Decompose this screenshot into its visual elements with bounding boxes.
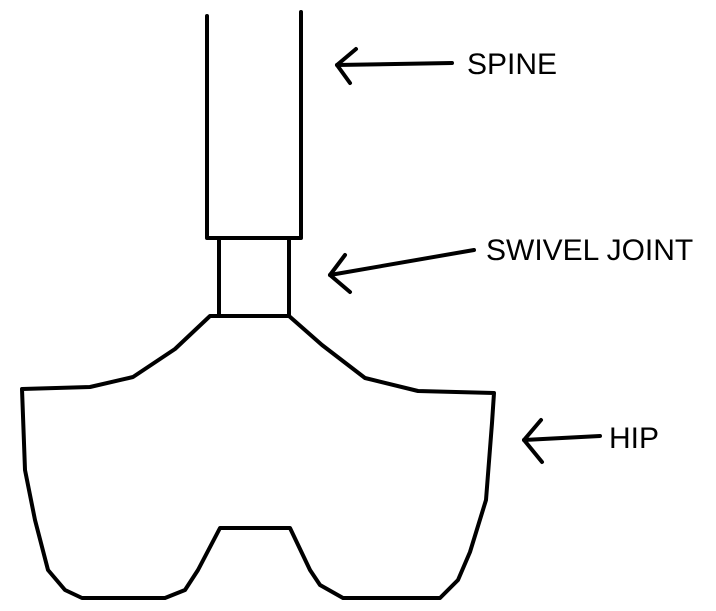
spine-label: SPINE (467, 48, 557, 81)
swivel-joint-shape (217, 238, 291, 318)
hip-arrow (522, 418, 602, 464)
swivel-joint-arrow (328, 248, 476, 294)
swivel-joint-label: SWIVEL JOINT (486, 234, 693, 267)
spine-shape (205, 10, 303, 240)
spine-arrow (335, 47, 454, 85)
hip-label: HIP (609, 422, 659, 455)
hip-shape (20, 314, 496, 600)
